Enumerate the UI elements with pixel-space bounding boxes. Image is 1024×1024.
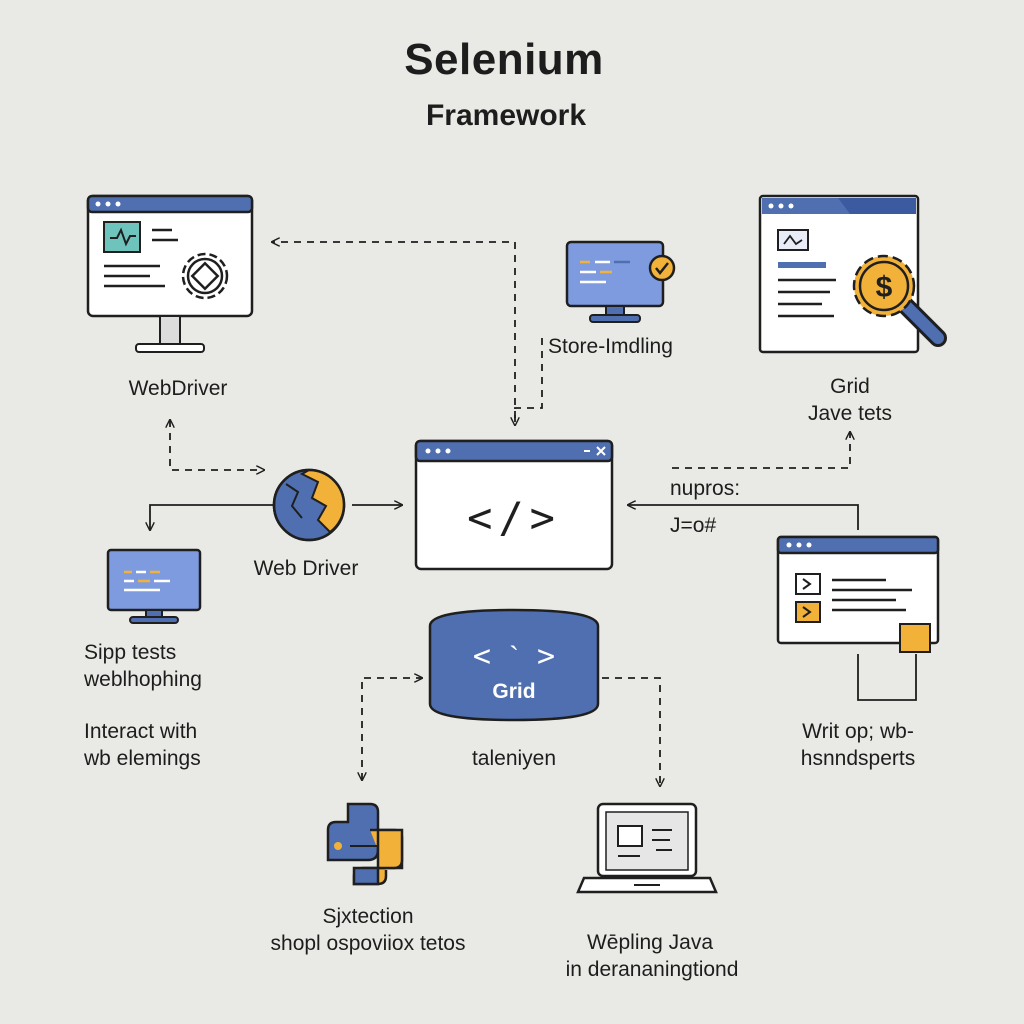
label-sjx-line2: shopl ospoviiox tetos: [270, 932, 466, 955]
connector-right-browser-leg: [857, 654, 917, 701]
svg-text:$: $: [876, 271, 893, 304]
label-interact-line2: wb elemings: [84, 747, 201, 770]
label-grid-top-line2: Jave tets: [807, 402, 893, 425]
label-nupros: nupros:: [670, 477, 741, 500]
label-writ-line2: hsnndsperts: [800, 747, 916, 770]
connector-grid-to-left: [362, 678, 422, 780]
label-sjx-line1: Sjxtection: [322, 905, 414, 928]
monitor-check-icon: [565, 240, 676, 323]
monitor-gear-icon: [86, 194, 254, 353]
globe-icon: [272, 468, 346, 542]
code-cylinder-icon: < ˋ >: [428, 608, 600, 722]
connector-center-to-grid-right: [672, 432, 850, 469]
grid-center-label: Grid: [492, 680, 535, 703]
connector-store-to-center: [515, 338, 543, 425]
center-code-text: </>: [467, 493, 561, 542]
diagram-subtitle: Framework: [425, 99, 587, 132]
label-store-handling: Store-Imdling: [548, 335, 673, 358]
label-grid-top-line1: Grid: [830, 375, 870, 398]
label-writ-line1: Writ op; wb-: [802, 720, 914, 743]
label-wepling-line2: in derananingtiond: [565, 958, 739, 981]
label-sipp-line1: Sipp tests: [84, 641, 177, 664]
browser-dollar-gear-magnifier-icon: $: [758, 194, 947, 354]
label-wepling-line1: Wēpling Java: [586, 931, 714, 954]
connector-grid-to-laptop: [602, 677, 660, 786]
monitor-icon: [106, 548, 202, 624]
label-jo-hash: J=o#: [670, 514, 717, 537]
python-logo-icon: [326, 802, 404, 886]
connector-right-browser-to-center: [628, 505, 859, 530]
label-webdriver-top: WebDriver: [128, 377, 228, 400]
connector-store-to-top-left: [272, 242, 516, 418]
connector-globe-to-small-monitor: [150, 504, 282, 530]
label-sipp-line2: weblhophing: [84, 668, 202, 691]
label-web-driver-mid: Web Driver: [253, 557, 359, 580]
terminal-browser-icon: [776, 535, 940, 653]
laptop-icon: [576, 802, 718, 894]
label-taleniyen: taleniyen: [471, 747, 557, 770]
diagram-title: Selenium: [404, 35, 604, 84]
svg-text:< ˋ >: < ˋ >: [473, 639, 555, 674]
connector-webdriver-to-globe: [170, 420, 264, 470]
code-browser-icon: </>: [414, 439, 614, 571]
label-interact-line1: Interact with: [84, 720, 198, 743]
